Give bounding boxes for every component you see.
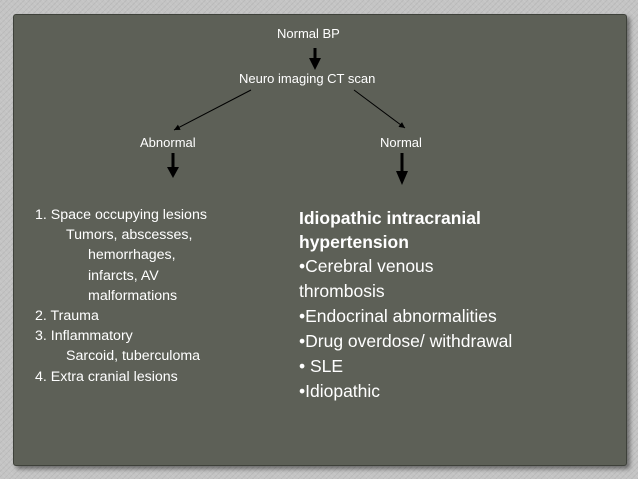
abnormal-causes-list: 1. Space occupying lesions Tumors, absce… bbox=[35, 205, 207, 387]
list-item: Tumors, abscesses, bbox=[66, 227, 193, 244]
connector-lines bbox=[167, 48, 408, 185]
slide: Normal BP Neuro imaging CT scan Abnormal… bbox=[13, 14, 627, 466]
list-item: 4. Extra cranial lesions bbox=[35, 368, 178, 385]
arrow-bp-to-imaging bbox=[309, 48, 321, 70]
node-neuro-imaging: Neuro imaging CT scan bbox=[239, 71, 376, 86]
list-item: 2. Trauma bbox=[35, 308, 99, 325]
list-item: •Endocrinal abnormalities bbox=[299, 306, 497, 326]
list-item: •Idiopathic bbox=[299, 381, 381, 401]
node-normal: Normal bbox=[380, 135, 422, 150]
arrow-abnormal-to-list bbox=[167, 153, 179, 178]
arrow-imaging-to-normal bbox=[353, 89, 406, 129]
list-item: •Drug overdose/ withdrawal bbox=[299, 331, 513, 351]
list-item: infarcts, AV bbox=[88, 267, 159, 284]
list-item: 3. Inflammatory bbox=[35, 328, 133, 345]
list-item: 1. Space occupying lesions bbox=[35, 207, 207, 223]
arrow-imaging-to-abnormal bbox=[173, 89, 252, 131]
list-heading: hypertension bbox=[299, 232, 409, 252]
list-item: • SLE bbox=[299, 356, 344, 376]
list-item: hemorrhages, bbox=[88, 247, 176, 264]
arrow-normal-to-list bbox=[396, 153, 408, 185]
normal-causes-list: Idiopathic intracranial hypertension •Ce… bbox=[299, 206, 512, 404]
node-normal-bp: Normal BP bbox=[277, 26, 340, 41]
list-item: Sarcoid, tuberculoma bbox=[66, 348, 201, 365]
list-heading: Idiopathic intracranial bbox=[299, 208, 481, 228]
list-item: thrombosis bbox=[299, 281, 385, 301]
list-item: malformations bbox=[88, 287, 178, 304]
list-item: •Cerebral venous bbox=[299, 256, 434, 276]
node-abnormal: Abnormal bbox=[140, 135, 196, 150]
